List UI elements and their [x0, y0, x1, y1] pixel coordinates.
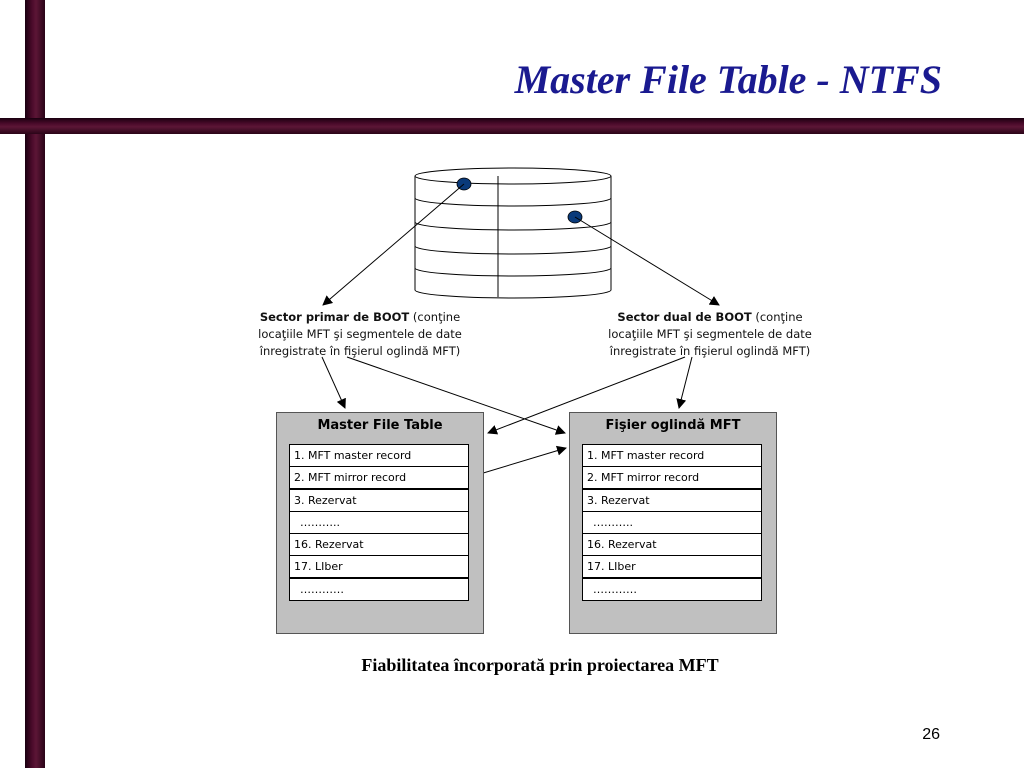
mft-mirror-file-title: Fişier oglindă MFT: [605, 418, 741, 433]
arrow-dual-boot: [574, 216, 720, 306]
dual-boot-sector-label: Sector dual de BOOT (conţine locaţiile M…: [560, 309, 860, 360]
arrow-primary-to-mirror: [346, 356, 566, 435]
left-decorative-bar: [25, 0, 45, 768]
master-file-table-title: Master File Table: [317, 418, 443, 433]
arrow-primary-to-mft: [321, 356, 346, 409]
table-row: 3. Rezervat: [582, 490, 762, 512]
dual-boot-line1: (conţine: [751, 310, 803, 324]
primary-boot-sector-label: Sector primar de BOOT (conţine locaţiile…: [210, 309, 510, 360]
arrow-primary-boot: [322, 183, 465, 306]
dual-boot-line3: înregistrate în fişierul oglindă MFT): [609, 344, 811, 358]
mft-mirror-file-panel: Fişier oglindă MFT 1. MFT master record …: [569, 412, 777, 634]
disk-icon: [414, 167, 612, 299]
slide-title: Master File Table - NTFS: [514, 57, 942, 102]
table-row: 17. LIber: [289, 556, 469, 579]
table-row: 2. MFT mirror record: [289, 467, 469, 490]
page-number: 26: [922, 726, 940, 743]
arrow-mirror-record: [469, 445, 567, 478]
table-row: 17. LIber: [582, 556, 762, 579]
table-row: …………: [582, 579, 762, 601]
master-file-table-rows: 1. MFT master record 2. MFT mirror recor…: [289, 444, 469, 601]
primary-boot-line2: locaţiile MFT şi segmentele de date: [258, 327, 462, 341]
table-row: 1. MFT master record: [289, 444, 469, 467]
figure-caption: Fiabilitatea încorporată prin proiectare…: [361, 655, 719, 675]
mft-mirror-file-rows: 1. MFT master record 2. MFT mirror recor…: [582, 444, 762, 601]
master-file-table-panel: Master File Table 1. MFT master record 2…: [276, 412, 484, 634]
primary-boot-line3: înregistrate în fişierul oglindă MFT): [259, 344, 461, 358]
dual-boot-line2: locaţiile MFT şi segmentele de date: [608, 327, 812, 341]
arrow-dual-to-mirror: [676, 356, 693, 409]
primary-boot-heading: Sector primar de BOOT: [259, 310, 410, 324]
table-row: 2. MFT mirror record: [582, 467, 762, 490]
table-row: …………: [289, 579, 469, 601]
table-row: ………..: [289, 512, 469, 534]
primary-boot-line1: (conţine: [409, 310, 461, 324]
table-row: 16. Rezervat: [289, 534, 469, 556]
table-row: ………..: [582, 512, 762, 534]
table-row: 16. Rezervat: [582, 534, 762, 556]
top-decorative-bar: [0, 118, 1024, 134]
table-row: 1. MFT master record: [582, 444, 762, 467]
arrow-dual-to-mft: [487, 356, 686, 435]
table-row: 3. Rezervat: [289, 490, 469, 512]
dual-boot-heading: Sector dual de BOOT: [617, 310, 752, 324]
